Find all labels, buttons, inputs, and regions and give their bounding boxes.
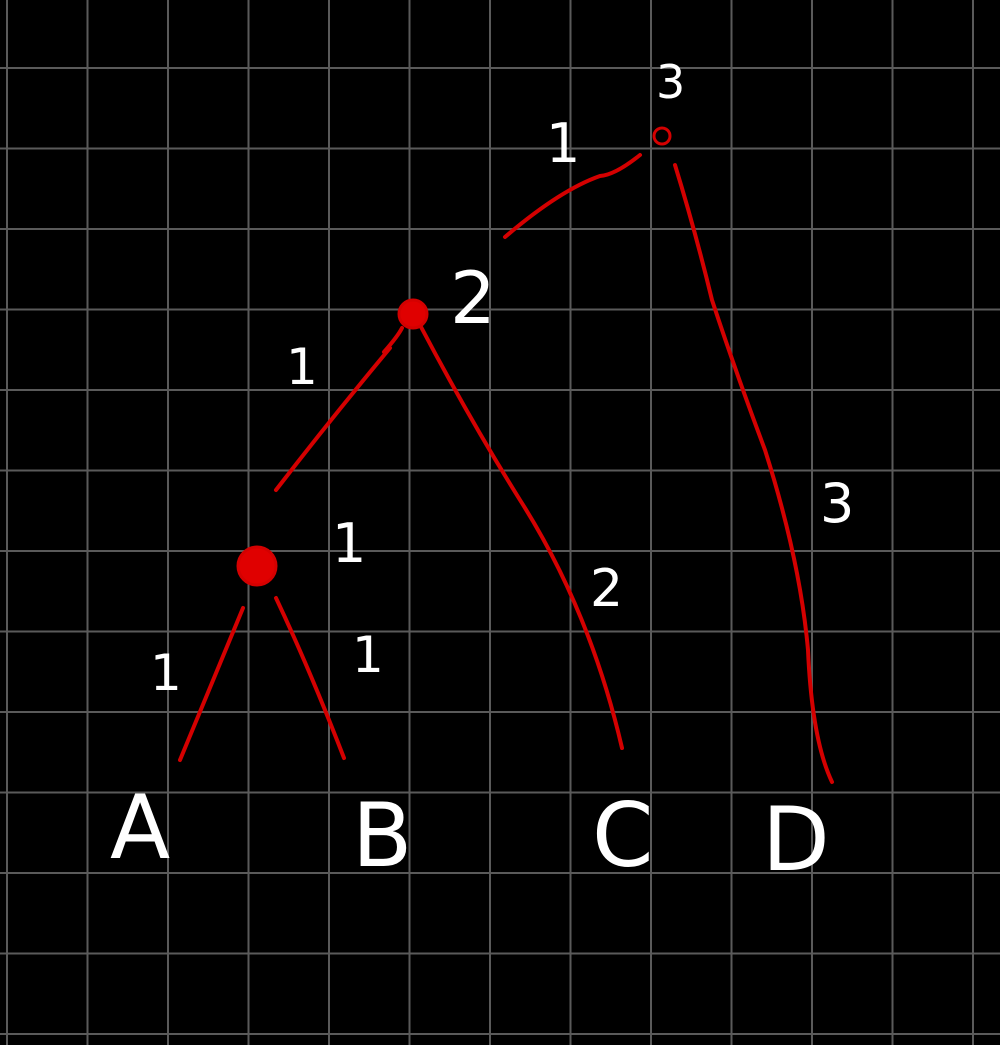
node-n3 bbox=[652, 126, 672, 146]
edge-label-c-n2: 2 bbox=[590, 559, 623, 619]
edge-b-n1 bbox=[274, 596, 346, 760]
leaf-label-a: A bbox=[110, 776, 170, 879]
edge-d-n3 bbox=[673, 163, 834, 784]
node-n2 bbox=[397, 298, 429, 330]
leaf-label-c: C bbox=[592, 784, 653, 887]
edge-n1-n2 bbox=[274, 326, 404, 492]
tree-edges bbox=[178, 153, 834, 784]
edge-label-b-n1: 1 bbox=[352, 626, 384, 684]
edge-n2-n3 bbox=[503, 153, 642, 239]
leaf-label-d: D bbox=[762, 788, 830, 891]
node-n1 bbox=[236, 545, 278, 587]
edge-label-a-n1: 1 bbox=[150, 644, 182, 702]
edge-label-n1-extra: 1 bbox=[332, 512, 366, 575]
node-label-n3: 3 bbox=[656, 55, 685, 109]
edge-c-n2 bbox=[418, 323, 624, 750]
edge-label-n1-n2: 1 bbox=[286, 338, 318, 396]
node-label-n2: 2 bbox=[450, 256, 496, 340]
edge-a-n1 bbox=[178, 606, 245, 762]
edge-label-n2-n3: 1 bbox=[546, 112, 580, 175]
leaf-label-b: B bbox=[352, 784, 412, 887]
tree-nodes bbox=[236, 126, 672, 587]
edge-label-d-n3: 3 bbox=[820, 472, 854, 535]
